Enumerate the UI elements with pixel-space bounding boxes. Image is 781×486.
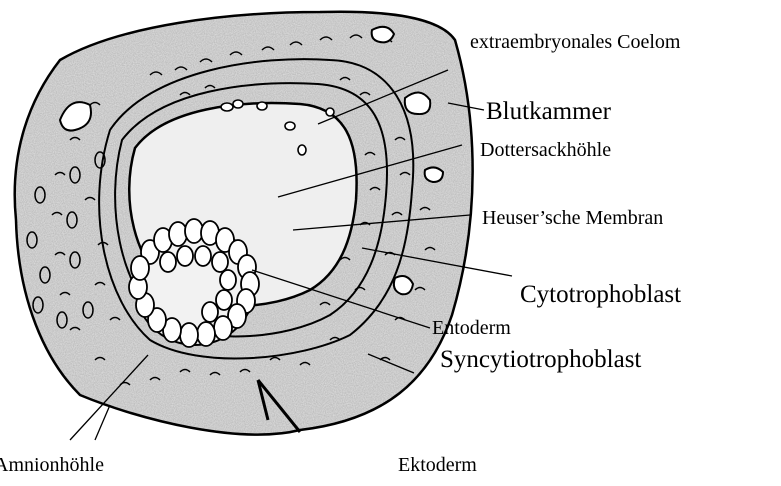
label-dottersackhoehle: Dottersackhöhle	[480, 140, 611, 160]
label-amnionhoehle: Amnionhöhle	[0, 455, 104, 475]
label-entoderm: Entoderm	[432, 318, 511, 338]
label-syncytiotrophoblast: Syncytiotrophoblast	[440, 347, 641, 372]
label-extraembryonales-coelom: extraembryonales Coelom	[470, 32, 681, 52]
label-heuser-membran: Heuser’sche Membran	[482, 208, 663, 228]
label-ektoderm: Ektoderm	[398, 455, 477, 475]
label-blutkammer: Blutkammer	[486, 99, 611, 124]
label-cytotrophoblast: Cytotrophoblast	[520, 282, 681, 307]
